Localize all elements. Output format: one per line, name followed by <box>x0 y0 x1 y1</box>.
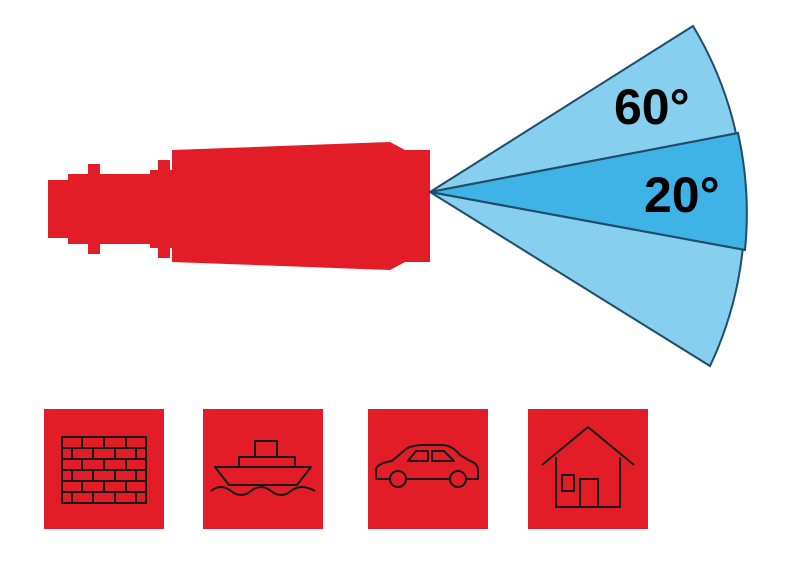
brick-wall-icon <box>61 436 147 504</box>
house-tile <box>528 409 648 529</box>
angle-label-60: 60° <box>614 79 690 135</box>
car-icon <box>375 444 479 488</box>
angle-label-20: 20° <box>644 167 720 223</box>
brick-wall-tile <box>44 409 164 529</box>
boat-icon <box>210 440 316 496</box>
spray-pattern: 60° 20° <box>428 24 748 368</box>
car-tile <box>368 409 488 529</box>
boat-tile <box>203 409 323 529</box>
house-icon <box>541 426 635 508</box>
nozzle-body <box>48 142 430 270</box>
